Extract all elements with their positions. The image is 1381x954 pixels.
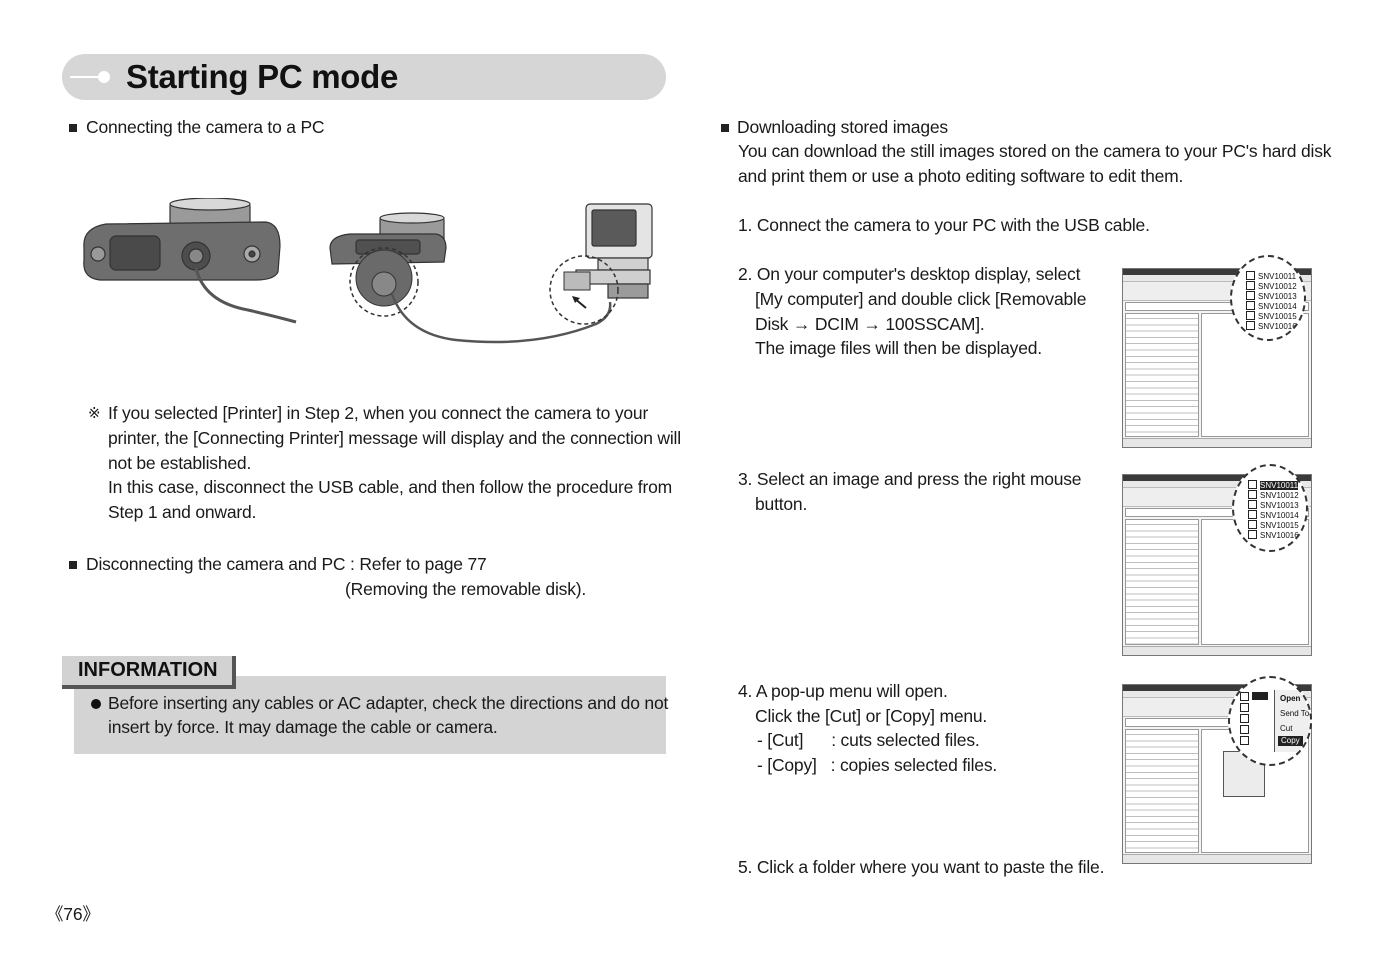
title-decoration-line (70, 76, 106, 78)
popup-menu-cut[interactable]: Cut (1280, 724, 1293, 733)
zoomed-file-list: SNV10011 SNV10012 SNV10013 SNV10014 SNV1… (1230, 255, 1306, 341)
image-file-icon (1240, 714, 1249, 723)
information-box (74, 676, 666, 754)
disconnect-line: Disconnecting the camera and PC : Refer … (86, 554, 487, 574)
image-file-icon (1248, 500, 1257, 509)
step-2-line: The image files will then be displayed. (755, 338, 1042, 358)
note-line: printer, the [Connecting Printer] messag… (108, 428, 681, 448)
image-file-icon (1246, 271, 1255, 280)
step-4-line: - [Cut] : cuts selected files. (757, 730, 980, 750)
disconnect-line: (Removing the removable disk). (345, 579, 587, 599)
step-3-line: button. (755, 494, 808, 514)
image-file-icon (1246, 311, 1255, 320)
popup-menu-send-to[interactable]: Send To (1280, 709, 1310, 718)
image-file-icon (1246, 301, 1255, 310)
file-name: SNV10014 (1258, 302, 1297, 311)
image-file-icon (1240, 736, 1249, 745)
information-line: Before inserting any cables or AC adapte… (108, 693, 669, 713)
step-1: 1. Connect the camera to your PC with th… (738, 215, 1150, 235)
image-file-icon (1248, 510, 1257, 519)
note-symbol: ※ (88, 405, 101, 422)
note-line: not be established. (108, 453, 252, 473)
image-file-icon (1248, 490, 1257, 499)
bullet-square-icon (721, 124, 729, 132)
file-name-selected: SNV10011 (1260, 481, 1299, 490)
note-line: If you selected [Printer] in Step 2, whe… (108, 403, 649, 423)
step-5: 5. Click a folder where you want to past… (738, 857, 1105, 877)
image-file-icon (1248, 480, 1257, 489)
image-file-icon (1248, 520, 1257, 529)
bullet-square-icon (69, 561, 77, 569)
image-file-icon (1240, 725, 1249, 734)
zoomed-popup-menu: Open Send To Cut Copy (1228, 676, 1312, 766)
popup-menu-copy[interactable]: Copy (1278, 736, 1303, 746)
bullet-dot-icon (91, 699, 101, 709)
step-2-line: [My computer] and double click [Removabl… (755, 289, 1087, 309)
page-number: 《76》 (46, 904, 100, 924)
file-name: SNV10013 (1258, 292, 1297, 301)
file-name: SNV10015 (1260, 521, 1299, 530)
popup-menu-open[interactable]: Open (1280, 694, 1301, 703)
camera-connection-illustration (83, 198, 653, 344)
page-title: Starting PC mode (126, 58, 399, 95)
information-title: INFORMATION (78, 659, 218, 681)
download-heading: Downloading stored images (737, 117, 948, 137)
file-name: SNV10012 (1258, 282, 1297, 291)
note-line: Step 1 and onward. (108, 502, 257, 522)
file-name: SNV10013 (1260, 501, 1299, 510)
intro-line: You can download the still images stored… (738, 141, 1332, 161)
file-name: SNV10012 (1260, 491, 1299, 500)
zoomed-file-list-selected: SNV10011 SNV10012 SNV10013 SNV10014 SNV1… (1232, 464, 1308, 552)
file-name: SNV10011 (1258, 272, 1297, 281)
title-decoration-dot (98, 71, 110, 83)
step-3-line: 3. Select an image and press the right m… (738, 469, 1082, 489)
camera-usb-view (329, 212, 447, 265)
step-2-line: 2. On your computer's desktop display, s… (738, 264, 1081, 284)
image-file-icon (1240, 692, 1249, 701)
camera-rear-view (83, 198, 281, 281)
note-line: In this case, disconnect the USB cable, … (108, 477, 672, 497)
title-bar (62, 54, 666, 100)
information-line: insert by force. It may damage the cable… (108, 717, 498, 737)
step-4-line: Click the [Cut] or [Copy] menu. (755, 706, 988, 726)
image-file-icon (1248, 530, 1257, 539)
information-tab (62, 656, 236, 689)
pc-illustration (575, 203, 653, 299)
file-name: SNV10014 (1260, 511, 1299, 520)
step-4-line: - [Copy] : copies selected files. (757, 755, 998, 775)
step-4-line: 4. A pop-up menu will open. (738, 681, 948, 701)
file-name: SNV10016 (1260, 531, 1299, 540)
connect-heading: Connecting the camera to a PC (86, 117, 325, 137)
image-file-icon (1246, 281, 1255, 290)
step-2-line: Disk → DCIM → 100SSCAM]. (755, 314, 985, 334)
image-file-icon (1246, 291, 1255, 300)
file-name: SNV10015 (1258, 312, 1297, 321)
image-file-icon (1246, 321, 1255, 330)
file-name: SNV10016 (1258, 322, 1297, 331)
bullet-square-icon (69, 124, 77, 132)
intro-line: and print them or use a photo editing so… (738, 166, 1184, 186)
image-file-icon (1240, 703, 1249, 712)
